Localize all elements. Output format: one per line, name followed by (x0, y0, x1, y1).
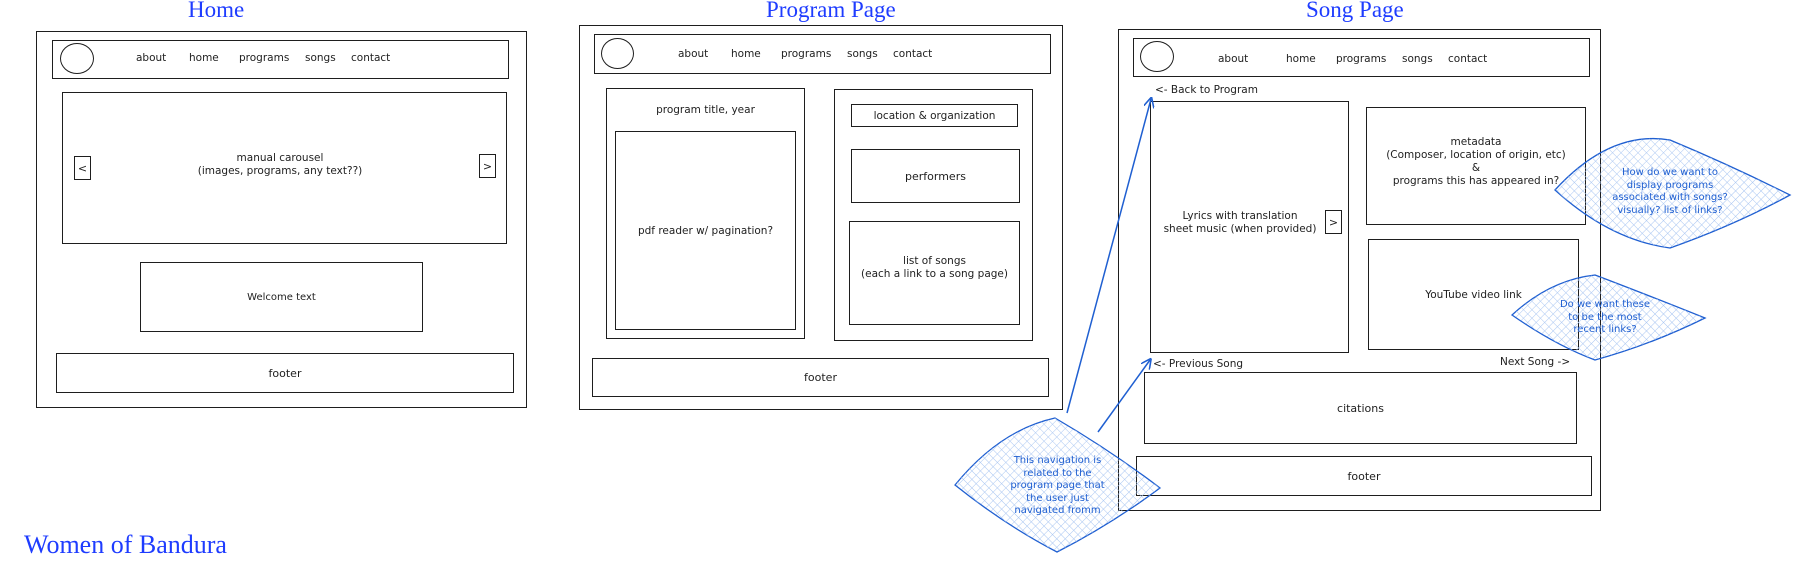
home-nav-contact[interactable]: contact (351, 52, 391, 64)
home-nav-songs[interactable]: songs (305, 52, 336, 64)
main-title: Women of Bandura (24, 530, 227, 559)
recent-links-diamond (1510, 274, 1707, 361)
welcome-text: Welcome text (247, 291, 316, 303)
location-box: location & organization (851, 104, 1018, 127)
program-page-title: Program Page (766, 0, 896, 22)
home-title: Home (188, 0, 245, 22)
song-header (1133, 38, 1590, 77)
carousel-next-button[interactable]: > (479, 154, 496, 178)
carousel-prev-button[interactable]: < (74, 156, 91, 180)
pdf-reader[interactable]: pdf reader w/ pagination? (615, 131, 796, 330)
programs-question-diamond (1554, 137, 1792, 249)
navigation-note-diamond (954, 417, 1162, 553)
program-right-panel (834, 89, 1033, 341)
home-header (52, 40, 509, 79)
metadata-text: metadata (Composer, location of origin, … (1386, 136, 1566, 187)
program-nav-songs[interactable]: songs (847, 48, 878, 60)
home-welcome: Welcome text (140, 262, 423, 332)
lyrics-box (1150, 101, 1349, 353)
song-page-title: Song Page (1306, 0, 1404, 22)
citations-text: citations (1337, 401, 1384, 415)
program-nav-home[interactable]: home (731, 48, 761, 60)
youtube-text: YouTube video link (1425, 288, 1522, 301)
lyrics-text: Lyrics with translation sheet music (whe… (1163, 210, 1317, 235)
home-frame (36, 31, 527, 408)
program-footer-text: footer (804, 371, 837, 384)
program-header (594, 34, 1051, 74)
arrow-to-previous-song (1097, 360, 1150, 433)
song-footer-text: footer (1347, 469, 1381, 483)
song-nav-contact[interactable]: contact (1448, 53, 1488, 65)
lyrics-next-button[interactable]: > (1325, 210, 1342, 234)
song-nav-home[interactable]: home (1286, 53, 1316, 65)
program-left-panel (606, 88, 805, 339)
home-nav-programs[interactable]: programs (239, 52, 290, 64)
home-carousel[interactable] (62, 92, 507, 244)
song-frame (1118, 29, 1601, 511)
arrow-to-back-link (1066, 99, 1151, 414)
navigation-note: This navigation is related to the progra… (1010, 455, 1105, 516)
home-nav-about[interactable]: about (136, 52, 167, 64)
next-song-link[interactable]: Next Song -> (1500, 356, 1571, 368)
recent-links-note: Do we want these to be the most recent l… (1559, 299, 1651, 335)
back-to-program-link[interactable]: <- Back to Program (1155, 84, 1258, 96)
home-logo[interactable] (60, 43, 94, 74)
home-footer: footer (56, 353, 514, 393)
song-nav-about[interactable]: about (1218, 53, 1249, 65)
performers-text: performers (905, 169, 966, 183)
program-nav-contact[interactable]: contact (893, 48, 933, 60)
program-nav-about[interactable]: about (678, 48, 709, 60)
citations-box: citations (1144, 372, 1577, 444)
home-nav-home[interactable]: home (189, 52, 219, 64)
pdf-reader-text: pdf reader w/ pagination? (637, 224, 774, 237)
song-logo[interactable] (1140, 41, 1174, 72)
song-nav-songs[interactable]: songs (1402, 53, 1433, 65)
song-nav-programs[interactable]: programs (1336, 53, 1387, 65)
programs-question-note: How do we want to display programs assoc… (1612, 167, 1728, 216)
previous-song-link[interactable]: <- Previous Song (1153, 358, 1244, 370)
home-footer-text: footer (268, 366, 302, 380)
program-logo[interactable] (601, 38, 634, 69)
performers-box: performers (851, 149, 1020, 203)
program-frame (579, 25, 1063, 410)
location-text: location & organization (873, 109, 996, 122)
songs-list-text: list of songs (each a link to a song pag… (861, 255, 1008, 280)
home-carousel-text: manual carousel (images, programs, any t… (197, 152, 363, 177)
program-title-year: program title, year (656, 104, 755, 116)
songs-list-box[interactable] (849, 221, 1020, 325)
program-footer: footer (592, 358, 1049, 397)
program-nav-programs[interactable]: programs (781, 48, 832, 60)
